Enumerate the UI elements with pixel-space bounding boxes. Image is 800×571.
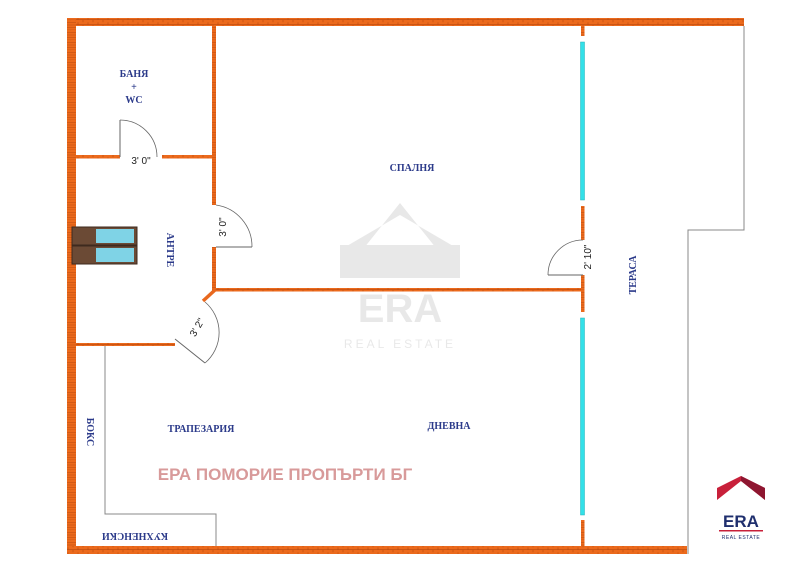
wall-right-seg [581,275,585,312]
wall-antre-upper [212,26,216,205]
wall-right-seg [581,26,585,36]
terrace-door[interactable] [547,239,584,276]
era-logo: ERA REAL ESTATE [717,476,765,541]
era-logo-word: ERA [723,512,759,531]
era-logo-subtitle: REAL ESTATE [722,535,761,541]
glass-living [580,317,585,516]
room-label-living: ДНЕВНА [428,421,472,432]
bath-door[interactable] [119,119,158,158]
glass-bedroom [580,41,585,201]
wall-diagonal [201,288,217,303]
door-dimension-terrace: 2' 10" [583,244,594,269]
wall-antre-lower [212,247,216,291]
door-dimension-bedroom: 3' 0" [218,217,229,237]
room-label-storage: БОКС [84,418,95,447]
wall-bath-left [76,155,120,159]
svg-text:ERA: ERA [358,287,442,331]
wall-left [67,18,76,554]
living-door[interactable] [174,301,220,364]
door-dimension-bath: 3' 0" [131,156,151,167]
entrance-door-icon [71,226,138,265]
agency-watermark-text: ЕРА ПОМОРИЕ ПРОПЪРТИ БГ [158,465,413,484]
terrace-outline [687,26,745,554]
wall-top [67,18,744,26]
wall-right-seg [581,206,585,240]
wall-bath-right [162,155,214,159]
wall-right-seg [581,520,585,546]
bedroom-door[interactable] [215,204,253,248]
era-watermark-logo: ERA REAL ESTATE [340,203,460,351]
room-label-antre: АНТРЕ [164,233,175,268]
room-label-bedroom: СПАЛНЯ [390,163,435,174]
room-label-kitchen: КУХНЕНСКИ [102,530,168,541]
room-label-bath-plus: + [131,82,137,93]
wall-dining-top [76,343,175,346]
svg-text:REAL ESTATE: REAL ESTATE [344,337,456,351]
room-label-wc: WC [125,95,142,106]
kitchen-counter-outline [104,345,217,546]
room-label-bath: БАНЯ [120,69,149,80]
wall-bottom [67,546,687,554]
room-label-terrace: ТЕРАСА [628,255,639,295]
wall-bedroom-bottom [216,288,582,292]
room-label-dining: ТРАПЕЗАРИЯ [168,424,235,435]
door-dimension-living: 3' 2" [188,316,207,339]
